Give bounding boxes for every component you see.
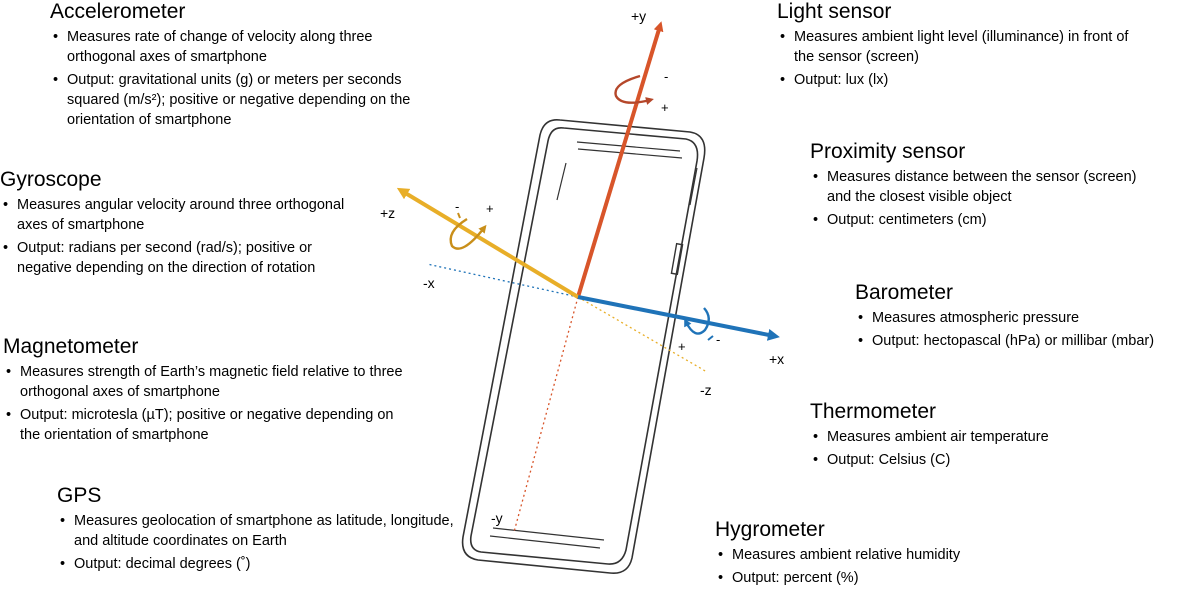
hygrometer-title: Hygrometer — [715, 518, 825, 541]
thermometer-title: Thermometer — [810, 400, 937, 423]
light-sensor-bullet-2: Output: lux (lx) — [777, 70, 1152, 90]
hygrometer-section: Hygrometer Measures ambient relative hum… — [715, 518, 1045, 591]
z-rotation-arrow — [449, 217, 487, 250]
smartphone-illustration — [461, 118, 706, 575]
x-rotation-plus: + — [678, 339, 686, 354]
light-sensor-section: Light sensor Measures ambient light leve… — [777, 0, 1152, 93]
neg-y-label: -y — [491, 510, 503, 526]
barometer-title: Barometer — [855, 281, 954, 304]
light-sensor-bullet-1: Measures ambient light level (illuminanc… — [777, 27, 1152, 67]
barometer-section: Barometer Measures atmospheric pressure … — [855, 281, 1200, 354]
magnetometer-bullet-2: Output: microtesla (µT); positive or neg… — [3, 405, 403, 445]
magnetometer-section: Magnetometer Measures strength of Earth’… — [3, 335, 403, 448]
accelerometer-bullet-2: Output: gravitational units (g) or meter… — [50, 70, 435, 130]
gps-bullet-1: Measures geolocation of smartphone as la… — [57, 511, 457, 551]
proximity-sensor-section: Proximity sensor Measures distance betwe… — [810, 140, 1140, 233]
gyroscope-section: Gyroscope Measures angular velocity arou… — [0, 168, 345, 281]
y-rotation-arrow — [614, 74, 654, 105]
gps-section: GPS Measures geolocation of smartphone a… — [57, 484, 457, 577]
thermometer-bullet-1: Measures ambient air temperature — [810, 427, 1140, 447]
z-rotation-minus: - — [455, 199, 459, 214]
light-sensor-title: Light sensor — [777, 0, 892, 23]
gyroscope-bullet-1: Measures angular velocity around three o… — [0, 195, 345, 235]
neg-x-label: -x — [423, 275, 435, 291]
x-rotation-arrow — [684, 307, 710, 335]
magnetometer-title: Magnetometer — [3, 335, 139, 358]
pos-y-label: +y — [631, 8, 646, 24]
z-rotation-plus: + — [486, 201, 494, 216]
gps-title: GPS — [57, 484, 102, 507]
y-rotation-minus: - — [664, 69, 668, 84]
pos-x-label: +x — [769, 351, 784, 367]
barometer-bullet-2: Output: hectopascal (hPa) or millibar (m… — [855, 331, 1200, 351]
neg-y-axis-line — [513, 296, 579, 533]
x-rotation-minus: - — [716, 332, 720, 347]
gps-bullet-2: Output: decimal degrees (˚) — [57, 554, 457, 574]
proximity-sensor-title: Proximity sensor — [810, 140, 966, 163]
hygrometer-bullet-1: Measures ambient relative humidity — [715, 545, 1045, 565]
barometer-bullet-1: Measures atmospheric pressure — [855, 308, 1200, 328]
neg-x-axis-line — [426, 263, 579, 298]
thermometer-section: Thermometer Measures ambient air tempera… — [810, 400, 1140, 473]
neg-z-label: -z — [700, 382, 712, 398]
proximity-sensor-bullet-2: Output: centimeters (cm) — [810, 210, 1140, 230]
accelerometer-section: Accelerometer Measures rate of change of… — [50, 0, 435, 133]
pos-z-label: +z — [380, 205, 395, 221]
accelerometer-bullet-1: Measures rate of change of velocity alon… — [50, 27, 435, 67]
thermometer-bullet-2: Output: Celsius (C) — [810, 450, 1140, 470]
gyroscope-title: Gyroscope — [0, 168, 102, 191]
magnetometer-bullet-1: Measures strength of Earth’s magnetic fi… — [3, 362, 403, 402]
y-rotation-plus: + — [661, 100, 669, 115]
gyroscope-bullet-2: Output: radians per second (rad/s); posi… — [0, 238, 345, 278]
hygrometer-bullet-2: Output: percent (%) — [715, 568, 1045, 588]
pos-x-axis-line — [577, 295, 780, 341]
pos-z-axis-line — [396, 187, 580, 299]
accelerometer-title: Accelerometer — [50, 0, 186, 23]
proximity-sensor-bullet-1: Measures distance between the sensor (sc… — [810, 167, 1140, 207]
pos-y-axis-line — [576, 21, 664, 298]
